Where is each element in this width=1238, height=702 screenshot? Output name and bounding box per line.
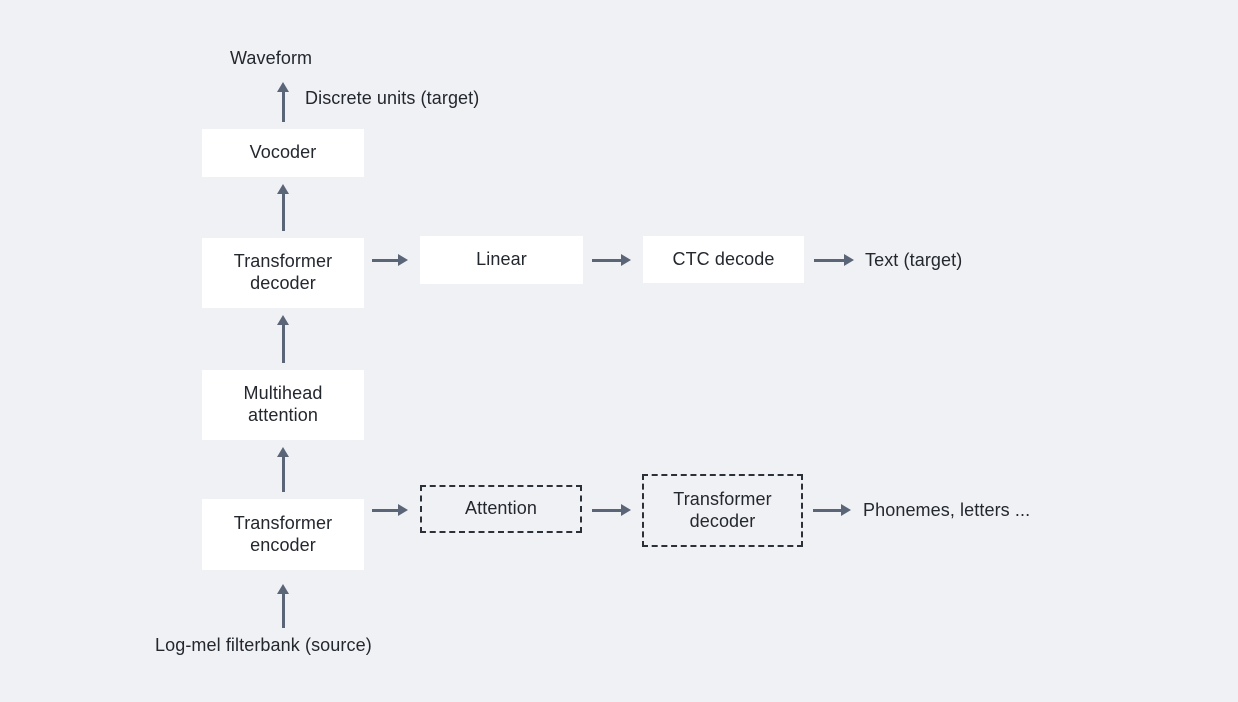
arrow-up-multihead-to-decoder-icon xyxy=(277,315,289,363)
arrow-right-ctc-to-text-icon xyxy=(814,254,854,266)
multihead-attention-node: Multihead attention xyxy=(202,370,364,440)
arrow-right-linear-to-ctc-icon xyxy=(592,254,631,266)
transformer-decoder-node-dashed: Transformer decoder xyxy=(642,474,803,547)
arrow-right-decoder2-to-phonemes-icon xyxy=(813,504,851,516)
discrete-units-target-label: Discrete units (target) xyxy=(305,88,480,108)
transformer-decoder-node: Transformer decoder xyxy=(202,238,364,308)
phonemes-letters-label: Phonemes, letters ... xyxy=(863,500,1031,520)
arrow-right-attention-to-decoder2-icon xyxy=(592,504,631,516)
arrow-right-decoder-to-linear-icon xyxy=(372,254,408,266)
text-target-label: Text (target) xyxy=(865,250,963,270)
transformer-encoder-node: Transformer encoder xyxy=(202,499,364,570)
log-mel-filterbank-source-label: Log-mel filterbank (source) xyxy=(155,635,372,655)
linear-node: Linear xyxy=(420,236,583,284)
arrow-up-logmel-to-encoder-icon xyxy=(277,584,289,628)
arrow-up-encoder-to-multihead-icon xyxy=(277,447,289,492)
arrow-right-encoder-to-attention-icon xyxy=(372,504,408,516)
arrow-up-vocoder-to-waveform-icon xyxy=(277,82,289,122)
attention-node-dashed: Attention xyxy=(420,485,582,533)
waveform-label: Waveform xyxy=(230,48,313,68)
arrow-up-decoder-to-vocoder-icon xyxy=(277,184,289,231)
vocoder-node: Vocoder xyxy=(202,129,364,177)
ctc-decode-node: CTC decode xyxy=(643,236,804,283)
